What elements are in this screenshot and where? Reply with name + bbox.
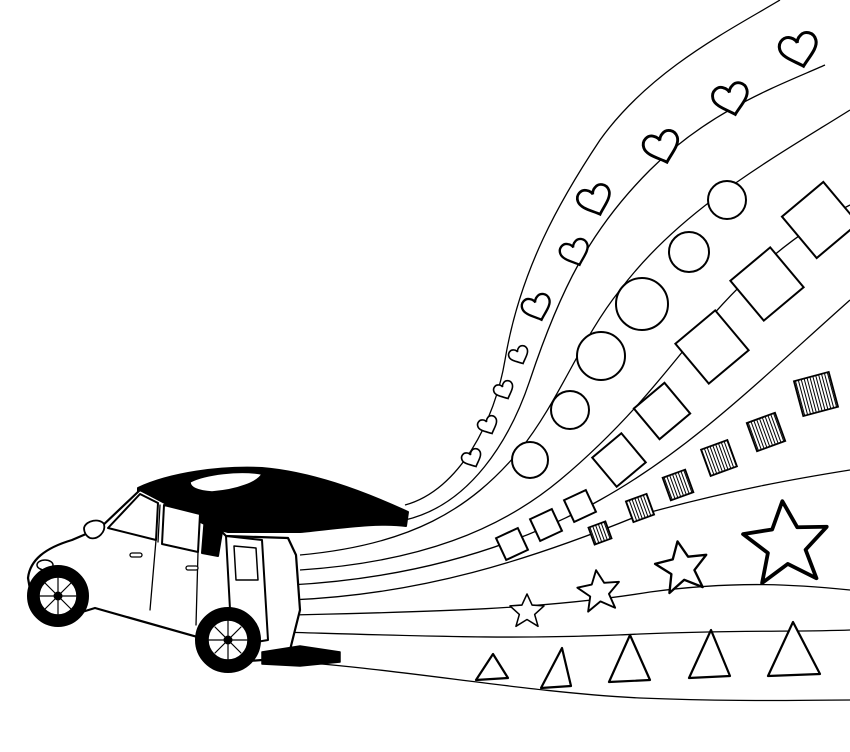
star-stream [509, 499, 829, 628]
car-door-handle [129, 552, 143, 558]
star-shape [509, 593, 545, 628]
band-line-7 [289, 583, 850, 616]
star-shape [741, 499, 829, 585]
band-line-9 [269, 659, 850, 702]
star-shape [653, 540, 708, 595]
square-shape [728, 245, 806, 323]
heart-icon [573, 180, 617, 222]
heart-icon [459, 446, 486, 472]
triangle-shape [687, 628, 732, 680]
heart-icon [475, 413, 502, 439]
hatched-square-shape [745, 411, 787, 453]
heart-icon [709, 79, 754, 121]
square-shape [494, 526, 530, 562]
circle-shape [550, 390, 590, 430]
triangle-shape [607, 633, 652, 684]
circle-shape [707, 180, 747, 220]
circle-shape [615, 277, 669, 331]
circle-shape [576, 331, 626, 381]
triangle-shape [766, 620, 822, 678]
heart-icon [775, 28, 824, 73]
band-line-5 [289, 299, 850, 586]
hatched-square-shape [624, 492, 656, 524]
car-window-rear [201, 515, 223, 557]
heart-icon [556, 235, 595, 271]
band-line-1 [404, 0, 781, 506]
car-door-handle [185, 565, 199, 571]
heart-icon [639, 126, 686, 170]
band-line-6 [289, 469, 850, 601]
car-door-seam [149, 504, 199, 626]
band-line-8 [279, 629, 850, 638]
square-shape [632, 381, 692, 441]
car-window-middle [161, 504, 201, 553]
hatched-square-stream [587, 370, 840, 546]
square-shape [528, 507, 564, 543]
triangle-shape [539, 646, 573, 690]
hatched-square-shape [587, 520, 613, 546]
car-rear-wheel [195, 607, 261, 673]
star-shape [576, 569, 620, 613]
car-side-mirror [83, 519, 106, 540]
car [26, 466, 409, 673]
hatched-square-shape [699, 438, 739, 478]
heart-icon [506, 343, 533, 369]
square-shape [562, 488, 598, 524]
hatched-square-shape [661, 468, 695, 502]
car-front-wheel [27, 565, 89, 627]
hatched-square-shape [792, 370, 840, 418]
heart-icon [518, 290, 557, 326]
stream-bands [269, 0, 850, 702]
circle-stream [511, 180, 747, 479]
car-rear-door-window [233, 545, 259, 581]
circle-shape [511, 441, 549, 479]
square-shape [780, 180, 850, 260]
square-shape [590, 431, 648, 489]
car-window-front [107, 493, 159, 541]
triangle-stream [474, 620, 822, 690]
car-sunroof [189, 471, 263, 493]
square-shape [673, 308, 751, 386]
circle-shape [668, 231, 710, 273]
square-stream [494, 180, 850, 562]
triangle-shape [474, 652, 510, 682]
car-rear-bumper [261, 645, 341, 667]
band-line-3 [299, 109, 850, 556]
